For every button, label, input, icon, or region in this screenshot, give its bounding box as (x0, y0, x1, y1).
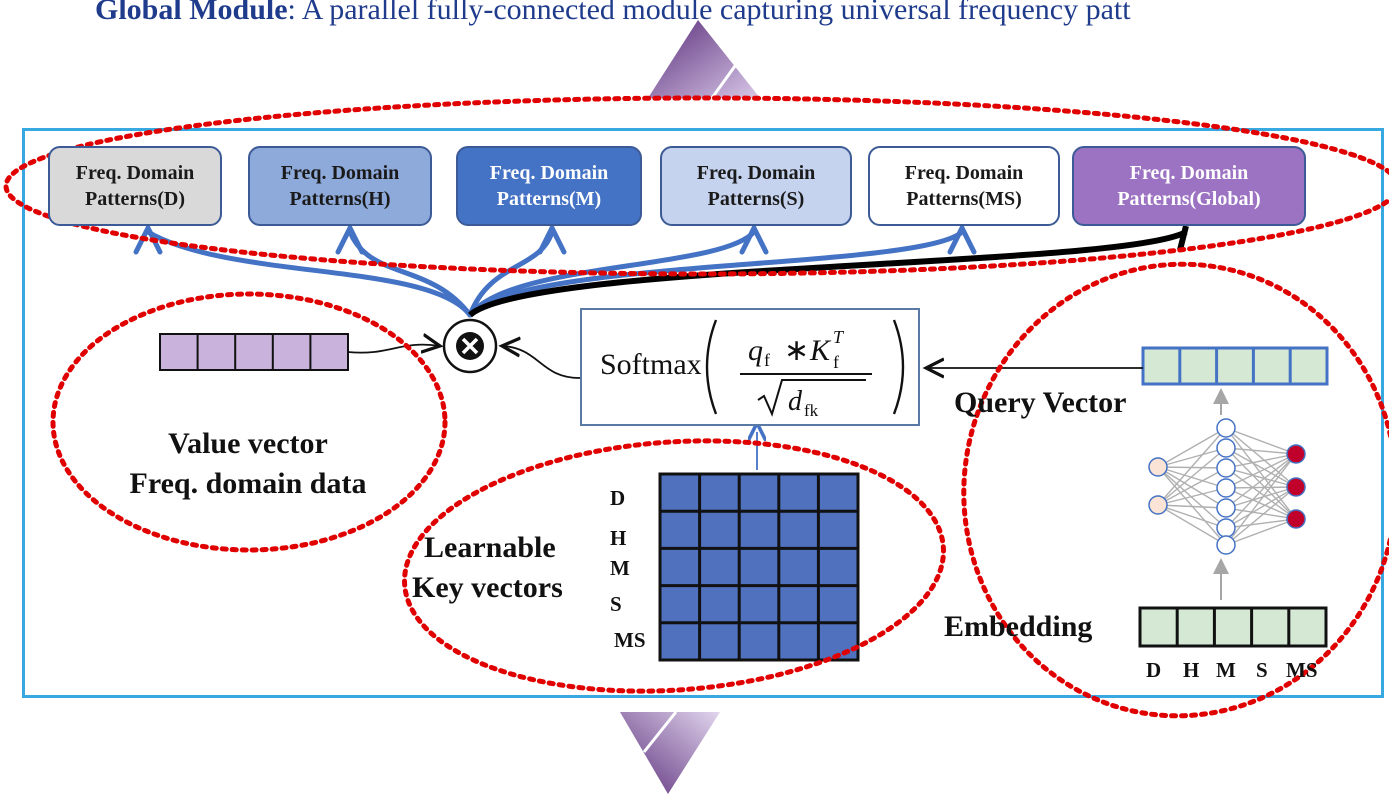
value-oval (50, 291, 448, 553)
svg-text:fk: fk (804, 401, 819, 420)
query-label: Query Vector (954, 386, 1127, 419)
value-label-line2: Freq. domain data (129, 467, 367, 500)
caption-title: Global Module (95, 0, 288, 26)
softmax-label: Softmax (600, 348, 702, 381)
embedding-dim-label: MS (1286, 658, 1318, 682)
softmax-formula: q f ∗ K T f d fk (705, 319, 905, 420)
keys-label: Learnable Key vectors (412, 528, 563, 608)
pattern-box-ms: Freq. Domain Patterns(MS) (868, 146, 1060, 226)
pattern-box-m-line1: Freq. Domain (489, 162, 609, 184)
svg-text:K: K (809, 334, 832, 367)
svg-text:f: f (764, 350, 770, 370)
value-label-line1: Value vector (168, 427, 328, 460)
key-row-label: M (610, 556, 630, 580)
keys-label-line2: Key vectors (412, 571, 563, 604)
embedding-dim-label: M (1216, 658, 1236, 682)
pattern-box-h-line1: Freq. Domain (280, 162, 400, 184)
svg-text:d: d (788, 386, 803, 417)
key-row-label: S (610, 592, 622, 616)
embedding-vector (1138, 606, 1328, 648)
down-arrow-icon (620, 711, 720, 794)
pattern-box-m: Freq. Domain Patterns(M) (456, 146, 642, 226)
up-arrow-icon (648, 20, 760, 99)
patterns-oval (3, 95, 1389, 277)
caption: Global Module: A parallel fully-connecte… (95, 0, 1131, 30)
pattern-box-d-line1: Freq. Domain (75, 162, 195, 184)
pattern-box-global: Freq. Domain Patterns(Global) (1072, 146, 1306, 226)
embedding-dim-label: H (1183, 658, 1200, 682)
svg-text:T: T (833, 327, 845, 347)
multiply-node-icon (442, 318, 498, 374)
value-label: Value vector Freq. domain data (88, 424, 408, 504)
pattern-box-s-line2: Patterns(S) (707, 188, 805, 210)
pattern-box-global-line2: Patterns(Global) (1117, 188, 1261, 210)
key-grid (658, 472, 860, 662)
global-arrow (468, 229, 1188, 318)
pattern-box-s: Freq. Domain Patterns(S) (660, 146, 852, 226)
embedding-label: Embedding (944, 610, 1093, 643)
pattern-box-h-line2: Patterns(H) (289, 188, 391, 210)
query-vector (1141, 346, 1329, 386)
value-vector (159, 333, 349, 371)
pattern-box-ms-line1: Freq. Domain (904, 162, 1024, 184)
key-row-label: MS (614, 628, 646, 652)
svg-text:f: f (833, 352, 839, 372)
svg-text:q: q (748, 334, 763, 367)
pattern-box-d: Freq. Domain Patterns(D) (48, 146, 222, 226)
pattern-box-h: Freq. Domain Patterns(H) (248, 146, 432, 226)
pattern-box-ms-line2: Patterns(MS) (906, 188, 1022, 210)
embedding-dim-label: S (1256, 658, 1268, 682)
embedding-dim-label: D (1146, 658, 1162, 682)
key-row-label: H (610, 526, 627, 550)
pattern-box-d-line2: Patterns(D) (85, 188, 185, 210)
svg-text:∗: ∗ (784, 334, 809, 367)
neural-network-icon (1148, 388, 1306, 600)
keys-label-line1: Learnable (424, 531, 556, 564)
fanout-arrows (133, 222, 977, 318)
key-row-label: D (610, 486, 626, 510)
caption-text: : A parallel fully-connected module capt… (287, 0, 1131, 26)
pattern-box-m-line2: Patterns(M) (496, 188, 602, 210)
keys-oval (402, 438, 946, 694)
softmax-box: Softmax q f ∗ K T f d fk (580, 308, 920, 426)
pattern-box-s-line1: Freq. Domain (696, 162, 816, 184)
pattern-box-global-line1: Freq. Domain (1129, 162, 1249, 184)
query-oval (961, 261, 1389, 719)
